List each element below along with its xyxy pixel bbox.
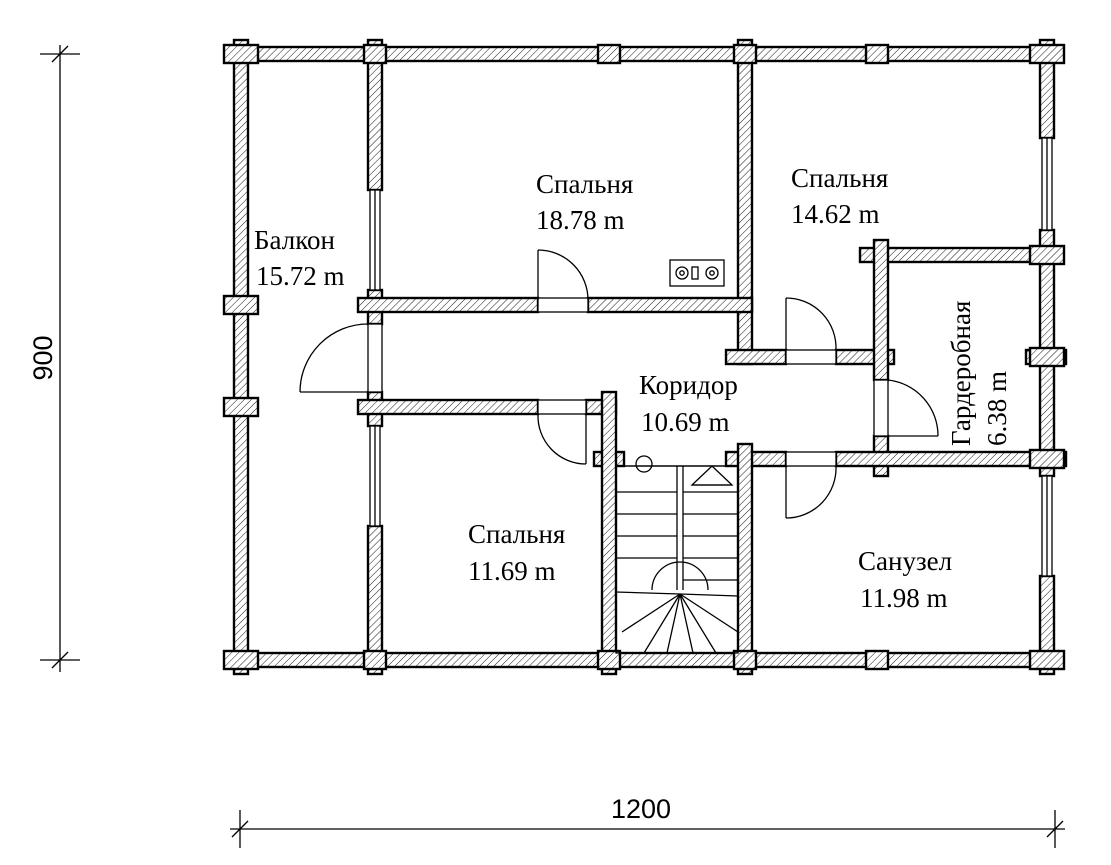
- height-dimension-label: 900: [28, 335, 58, 380]
- height-dimension: 900: [28, 45, 80, 672]
- outer-wall-bottom: [226, 651, 1060, 669]
- outer-wall-left: [232, 38, 250, 676]
- room-bedroom-top: Спальня 18.78 m: [536, 169, 633, 235]
- corridor-wall-top-right: [586, 296, 754, 314]
- room-name: Коридор: [639, 370, 738, 400]
- wardrobe-wall-top: [858, 246, 1060, 264]
- stair-wall-left: [600, 390, 618, 676]
- walls: [222, 38, 1068, 676]
- door-bedroom-bottom: [537, 399, 587, 465]
- wardrobe-wall-left-upper: [872, 238, 890, 382]
- room-name: Гардеробная: [946, 301, 976, 446]
- stove-icon: [669, 259, 725, 287]
- room-area: 11.69 m: [468, 556, 556, 586]
- room-bedroom-top-right: Спальня 14.62 m: [791, 163, 888, 229]
- room-bathroom: Санузел 11.98 m: [858, 546, 952, 613]
- room-area: 6.38 m: [982, 371, 1012, 446]
- bedroom-divider-wall: [736, 38, 754, 366]
- log-ends: [222, 43, 1066, 671]
- room-bedroom-bottom: Спальня 11.69 m: [468, 519, 565, 586]
- door-balcony: [299, 323, 383, 393]
- room-name: Спальня: [468, 519, 565, 549]
- room-labels: Балкон 15.72 m Спальня 18.78 m Спальня 1…: [254, 163, 1012, 613]
- room-area: 14.62 m: [791, 199, 880, 229]
- outer-wall-top: [226, 45, 1060, 63]
- windows: [369, 137, 1053, 577]
- corridor-wall-bottom-left: [356, 398, 540, 416]
- door-bathroom: [785, 451, 837, 519]
- corridor-wall-top-left: [356, 296, 540, 314]
- room-name: Санузел: [858, 546, 952, 576]
- corridor-wall-right-upper: [724, 348, 788, 366]
- stair-start-marker: [635, 455, 653, 473]
- room-name: Балкон: [254, 225, 335, 255]
- room-area: 10.69 m: [641, 407, 730, 437]
- dimension-lines: 900 1200: [28, 45, 1065, 848]
- room-name: Спальня: [536, 169, 633, 199]
- room-area: 15.72 m: [256, 261, 345, 291]
- width-dimension-label: 1200: [611, 794, 671, 824]
- door-wardrobe: [873, 379, 939, 437]
- room-area: 18.78 m: [536, 205, 625, 235]
- room-balcony: Балкон 15.72 m: [254, 225, 345, 291]
- room-wardrobe: Гардеробная 6.38 m: [946, 301, 1012, 446]
- room-area: 11.98 m: [860, 583, 948, 613]
- stair-wall-right: [736, 442, 754, 676]
- width-dimension: 1200: [230, 794, 1065, 848]
- door-bedroom-top-right: [785, 297, 837, 365]
- room-corridor: Коридор 10.69 m: [639, 370, 738, 437]
- doors: [299, 249, 939, 519]
- stair-direction-arrow-icon: [690, 465, 734, 486]
- room-name: Спальня: [791, 163, 888, 193]
- door-bedroom-top: [537, 249, 589, 313]
- staircase: [615, 455, 739, 654]
- stair-wall-top-right: [724, 450, 788, 468]
